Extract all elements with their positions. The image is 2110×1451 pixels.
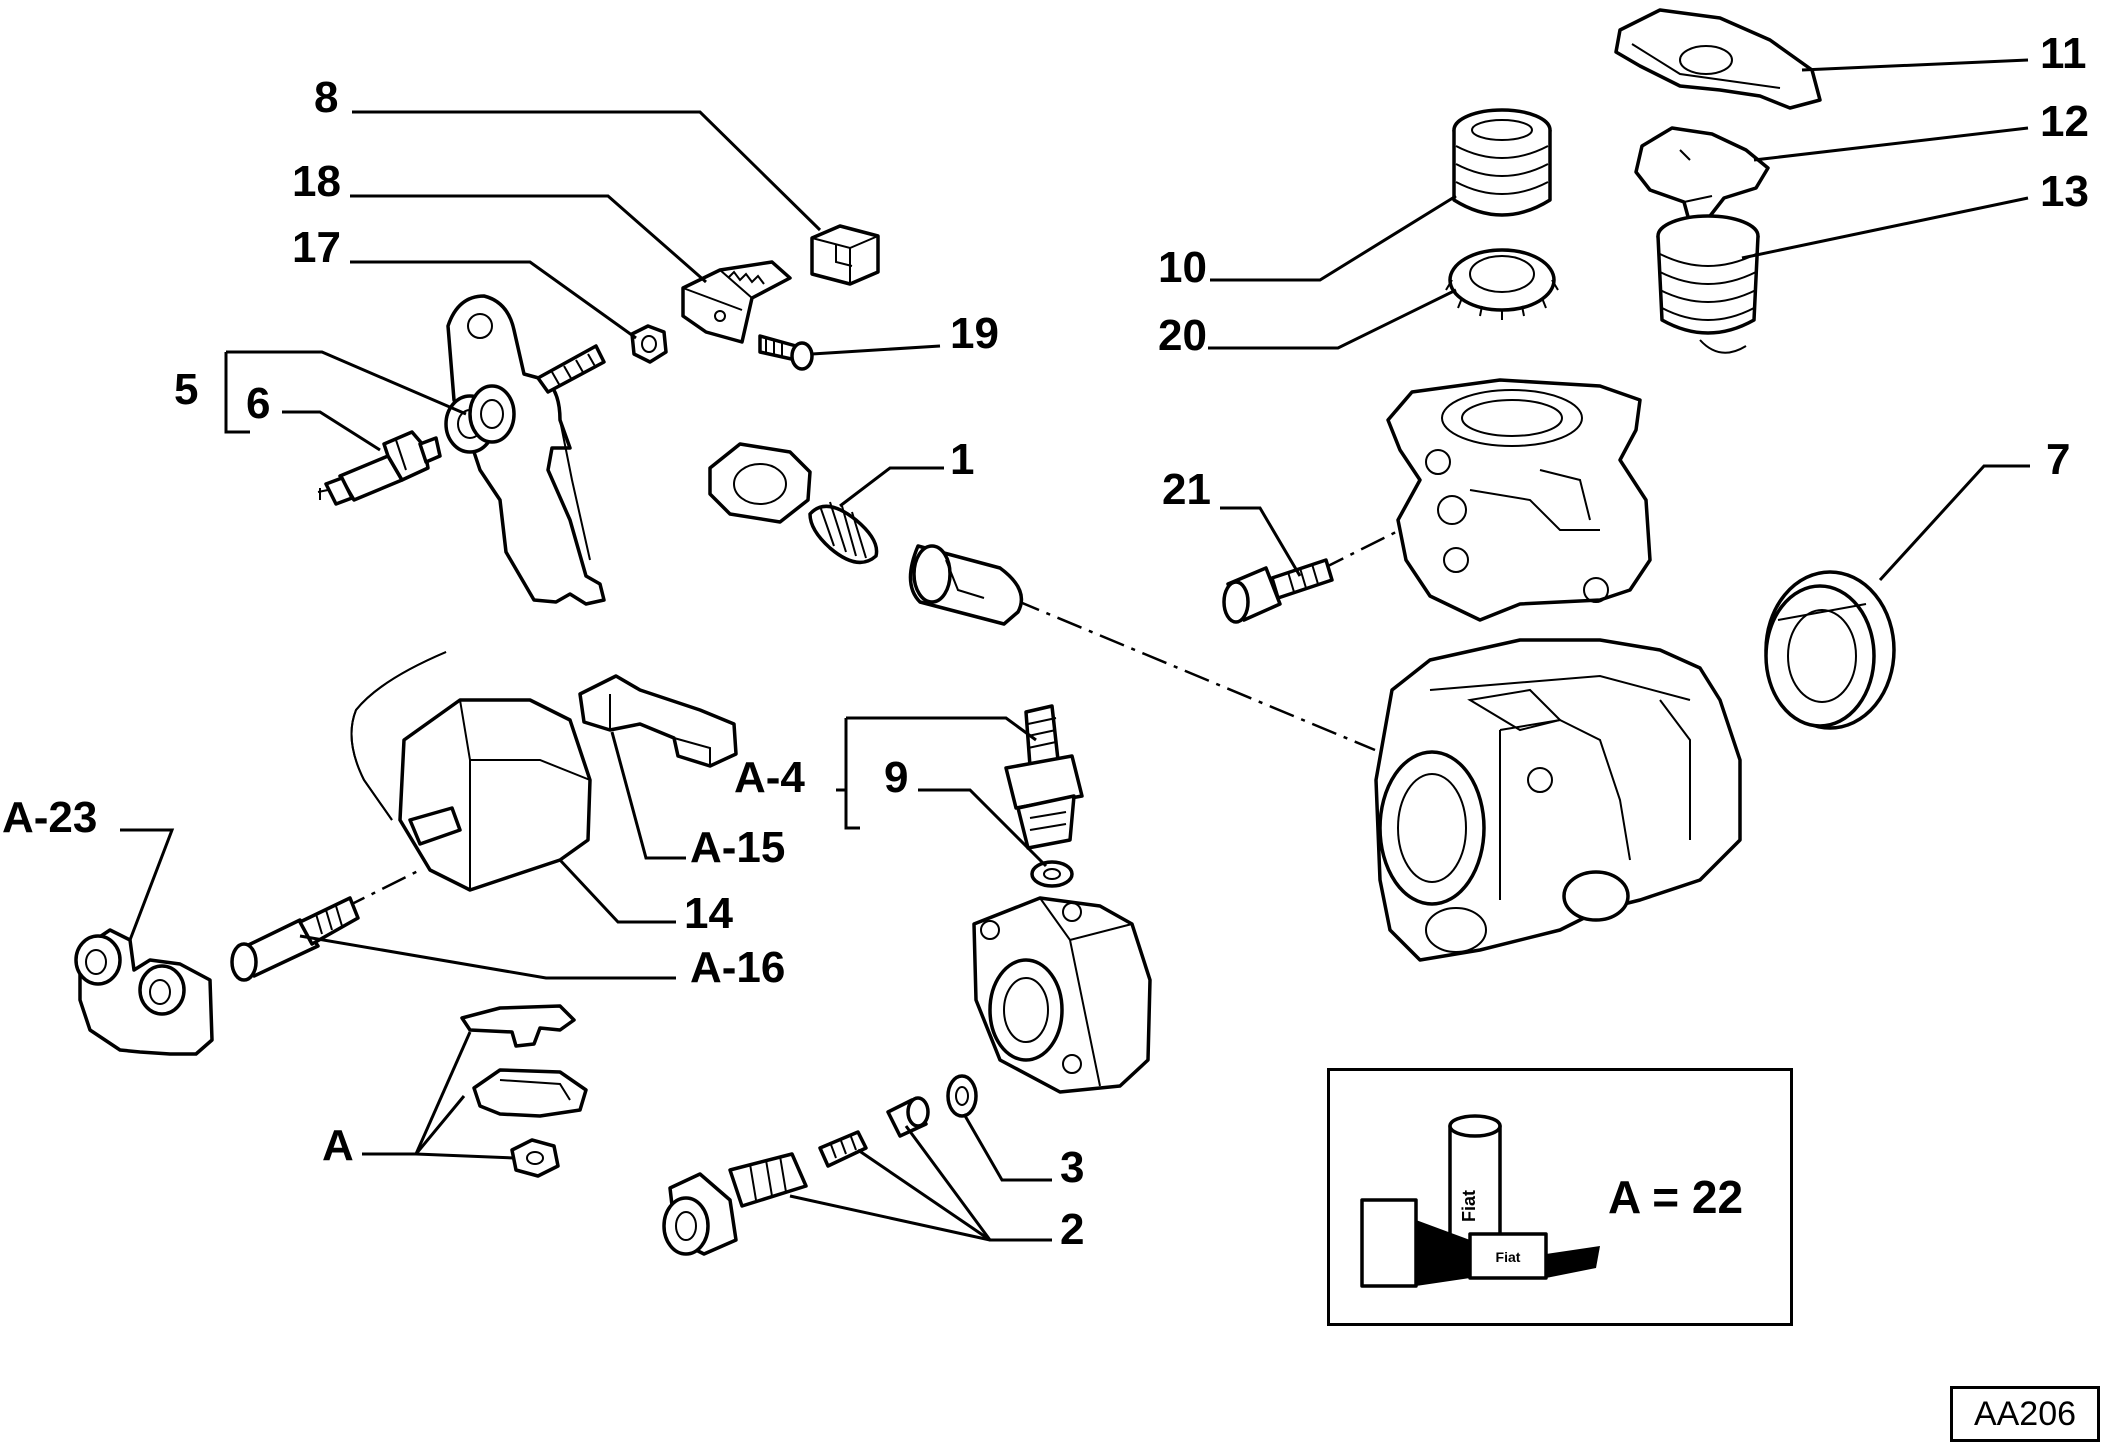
part-2-valve <box>886 1096 930 1138</box>
part-13-spring <box>1656 214 1760 354</box>
part-a23-bracket <box>74 928 214 1056</box>
callout-a15: A-15 <box>690 823 785 872</box>
part-17-nut <box>630 324 668 364</box>
pump-head-plate <box>972 896 1152 1094</box>
callout-9: 9 <box>884 753 908 802</box>
gasket-plate <box>708 442 812 524</box>
part-11-plate <box>1614 8 1822 110</box>
callout-19: 19 <box>950 309 999 358</box>
kit-tube-text: Fiat <box>1459 1190 1479 1222</box>
callout-13: 13 <box>2040 167 2089 216</box>
assembly-axis-bolt <box>1319 528 1401 572</box>
callout-5: 5 <box>174 365 198 414</box>
callout-21: 21 <box>1162 465 1211 514</box>
part-18-clamp <box>681 260 792 344</box>
part-12-plate <box>1634 126 1770 226</box>
part-a-small-clip <box>460 1004 576 1048</box>
control-sleeve <box>908 544 1024 626</box>
reference-code: AA206 <box>1950 1386 2100 1442</box>
callout-17: 17 <box>292 223 341 272</box>
callout-a: A <box>322 1121 354 1170</box>
part-2-union <box>662 1152 808 1256</box>
pump-main-body <box>1374 638 1742 962</box>
callout-14: 14 <box>684 889 733 938</box>
part-20-ring <box>1445 248 1559 320</box>
part-8-block <box>810 224 880 286</box>
callout-2: 2 <box>1060 1205 1084 1254</box>
callout-20: 20 <box>1158 311 1207 360</box>
part-a16-plunger <box>230 896 360 982</box>
part-21-bolt <box>1222 558 1334 624</box>
part-a15-bracket <box>578 674 738 768</box>
pump-upper-housing <box>1386 378 1652 622</box>
callout-1: 1 <box>950 435 974 484</box>
callout-6: 6 <box>246 379 270 428</box>
part-1-spring <box>808 501 879 565</box>
callout-12: 12 <box>2040 97 2089 146</box>
callout-3: 3 <box>1060 1143 1084 1192</box>
callout-8: 8 <box>314 73 338 122</box>
part-2-spring <box>818 1130 868 1168</box>
kit-box-text: Fiat <box>1496 1249 1521 1265</box>
part-7-seal <box>1764 570 1896 730</box>
callout-a23: A-23 <box>2 793 97 842</box>
leader-lines <box>120 58 2030 1242</box>
callout-18: 18 <box>292 157 341 206</box>
kit-illustration: Fiat Fiat <box>1360 1114 1600 1288</box>
part-19-screw <box>758 334 814 371</box>
callout-11: 11 <box>2040 29 2087 78</box>
part-14-solenoid <box>350 651 592 892</box>
part-9-washer <box>1030 860 1074 888</box>
part-5-lever <box>444 294 606 606</box>
part-a-small-plate <box>472 1068 588 1118</box>
callout-7: 7 <box>2046 435 2070 484</box>
callout-10: 10 <box>1158 243 1207 292</box>
kit-label: A = 22 <box>1608 1171 1744 1223</box>
part-a4-valve <box>1004 704 1084 850</box>
part-10-spring <box>1452 108 1552 217</box>
part-6-sensor <box>317 430 442 506</box>
assembly-axis-shaft <box>1014 598 1376 752</box>
kit-info-box <box>1327 1068 1793 1326</box>
part-3-washer <box>946 1074 978 1118</box>
callout-a4: A-4 <box>734 753 805 802</box>
callout-a16: A-16 <box>690 943 785 992</box>
part-a-small-nut <box>510 1138 560 1178</box>
